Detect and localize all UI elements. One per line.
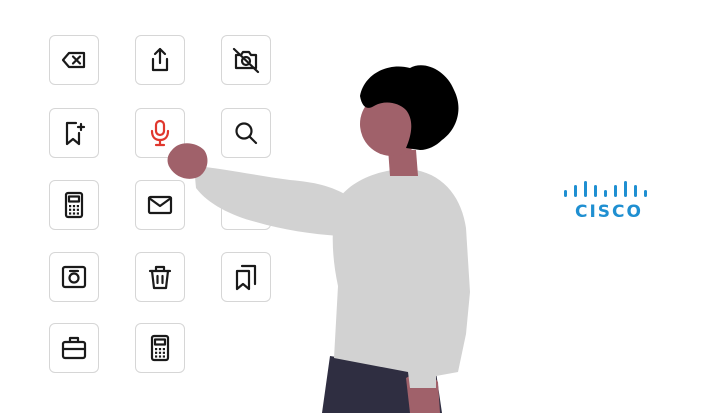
bookmarks-tile[interactable]	[221, 252, 271, 302]
cisco-logo: CISCO	[560, 178, 656, 228]
camera-tile[interactable]	[49, 252, 99, 302]
calculator-tile[interactable]	[49, 180, 99, 230]
briefcase-icon	[61, 336, 87, 360]
mail-icon	[147, 195, 173, 215]
search-tile[interactable]	[221, 108, 271, 158]
bookmark-add-tile[interactable]	[49, 108, 99, 158]
trash-icon	[148, 265, 172, 290]
mail-tile[interactable]	[135, 180, 185, 230]
microphone-icon	[150, 119, 170, 147]
backspace-icon	[61, 51, 86, 69]
bookmark-add-icon	[65, 121, 86, 146]
cisco-bars-icon	[564, 181, 647, 197]
share-upload-tile[interactable]	[135, 35, 185, 85]
backspace-tile[interactable]	[49, 35, 99, 85]
trash-tile[interactable]	[135, 252, 185, 302]
cisco-logo-text: CISCO	[575, 202, 643, 222]
calculator-icon	[150, 334, 170, 362]
shirt	[332, 169, 470, 388]
raised-arm	[194, 166, 348, 236]
briefcase-tile[interactable]	[49, 323, 99, 373]
pointing-hand	[167, 143, 208, 179]
bookmarks-icon	[235, 264, 257, 291]
hair	[360, 65, 459, 150]
calculator-icon	[64, 191, 84, 219]
share-upload-icon	[151, 47, 169, 72]
camera-icon	[61, 265, 87, 289]
search-icon	[235, 122, 258, 145]
camera-off-tile[interactable]	[221, 35, 271, 85]
calculator-tile-2[interactable]	[135, 323, 185, 373]
camera-off-icon	[232, 47, 260, 74]
